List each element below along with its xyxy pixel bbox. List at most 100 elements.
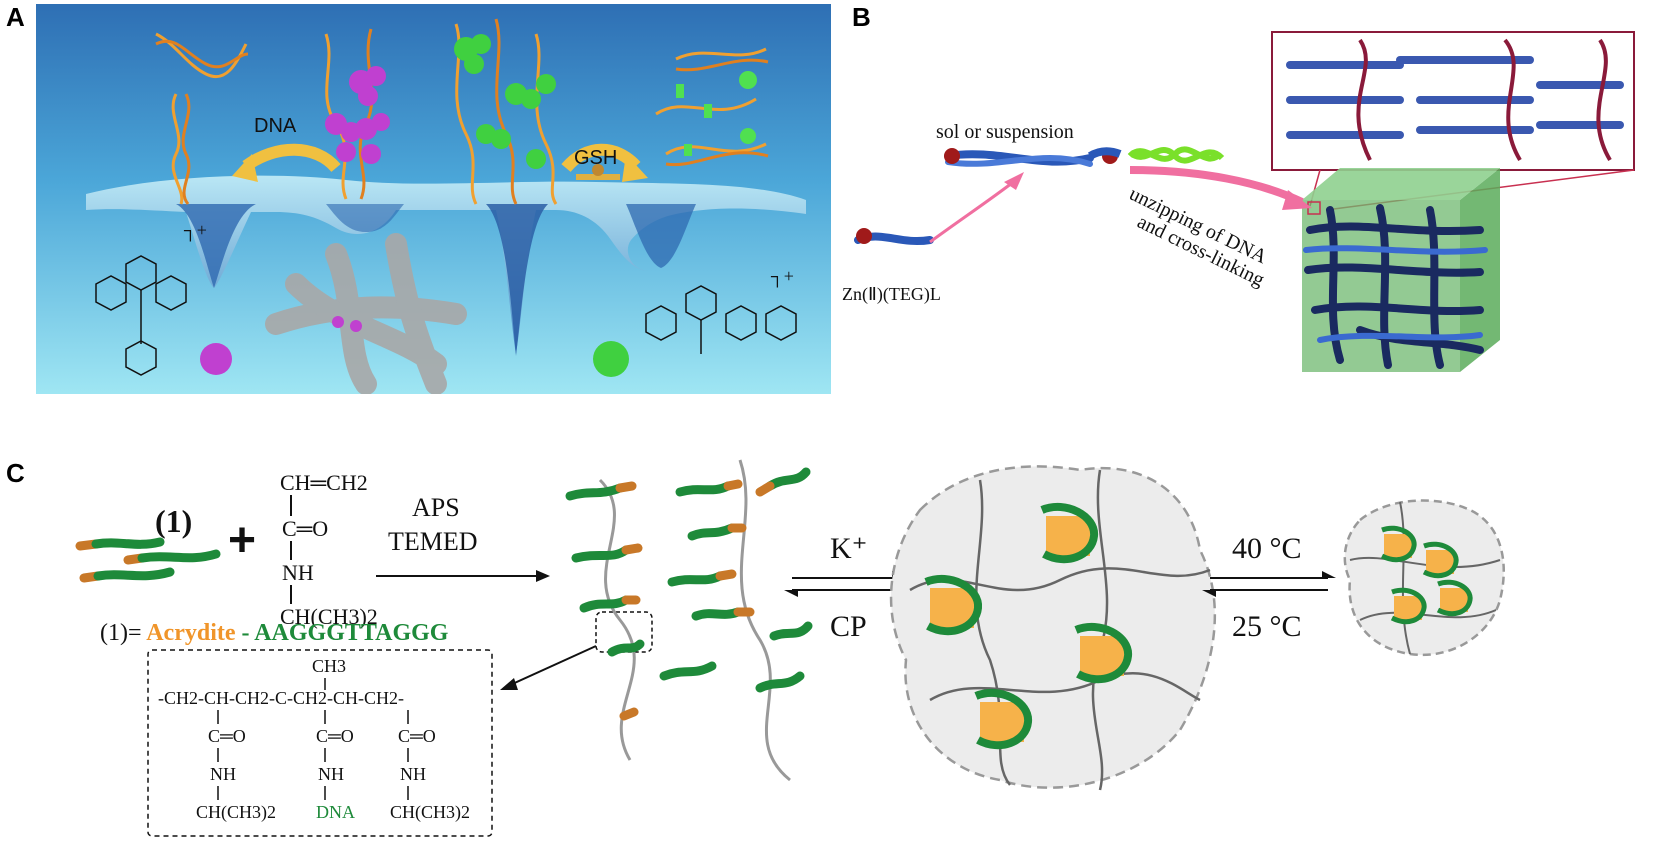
polymer-ch3: CH3 bbox=[312, 656, 346, 676]
pt-complex-right bbox=[645, 285, 797, 354]
polymer-structure-box bbox=[147, 649, 493, 837]
charge-left: ┐+ bbox=[183, 220, 207, 242]
inset-fibers bbox=[1286, 56, 1624, 139]
eq-arrow-back-head bbox=[784, 590, 798, 597]
nipam-structure: CH═CH2 C═O NH CH(CH3)2 bbox=[280, 470, 378, 629]
released-green-dots bbox=[676, 71, 757, 156]
g-quadruplexes-large bbox=[924, 502, 1132, 750]
panel-b-illustration: sol or suspension unzipping of DNA and c… bbox=[842, 31, 1635, 372]
dna-helix-4b bbox=[494, 18, 518, 205]
sequence-dash: - bbox=[242, 620, 250, 646]
polymer-chain: -CH2-CH-CH2-C-CH2-CH-CH2- bbox=[158, 688, 404, 708]
arrow-to-sol-head bbox=[1004, 172, 1024, 190]
polymer-co-2: C═O bbox=[316, 726, 354, 746]
g-quadruplex-1 bbox=[1040, 502, 1098, 564]
panel-label-a: A bbox=[6, 2, 25, 32]
acrydite-text: Acrydite bbox=[146, 620, 236, 646]
label-zn-teg-l: Zn(Ⅱ)(TEG)L bbox=[842, 284, 941, 305]
dna-helix-8b bbox=[665, 151, 769, 167]
g-quadruplex-4 bbox=[974, 688, 1032, 750]
dna-helix-2 bbox=[171, 93, 184, 205]
panel-label-c: C bbox=[6, 458, 25, 488]
inset-dna bbox=[1356, 38, 1612, 162]
polymer-side-1: CH(CH3)2 bbox=[196, 802, 276, 823]
polymer-nh-1: NH bbox=[210, 764, 236, 784]
polymer-structure: CH3 -CH2-CH-CH2-C-CH2-CH-CH2- C═O C═O C═… bbox=[158, 656, 470, 823]
arrow-to-sol bbox=[929, 178, 1017, 244]
monomer-1-label: (1) bbox=[155, 503, 192, 539]
g-quadruplex-3 bbox=[1074, 622, 1132, 684]
arrow-to-gel bbox=[1129, 166, 1304, 206]
zn-complex-monomer bbox=[854, 228, 934, 245]
charge-right: ┐+ bbox=[770, 266, 794, 288]
zoom-arrow bbox=[507, 645, 597, 687]
label-gsh: GSH bbox=[574, 147, 617, 169]
magenta-clusters bbox=[325, 66, 390, 164]
plus-sign: + bbox=[228, 514, 256, 567]
polymer-co-3: C═O bbox=[398, 726, 436, 746]
grafted-dna-strands bbox=[565, 467, 813, 721]
arrow-polymerize-head bbox=[536, 570, 550, 582]
nipam-line-3: NH bbox=[282, 560, 314, 585]
dna-helix-6b bbox=[675, 58, 769, 72]
dna-helix-5 bbox=[534, 33, 558, 205]
funnel-1 bbox=[176, 204, 256, 288]
green-clusters bbox=[454, 34, 556, 169]
funnel-2 bbox=[326, 204, 404, 232]
magenta-dot bbox=[200, 343, 232, 375]
label-aps: APS bbox=[412, 493, 460, 522]
funnel-4 bbox=[626, 204, 696, 268]
label-40c: 40 °C bbox=[1232, 532, 1302, 565]
collapsed-network bbox=[1349, 501, 1501, 655]
dna-helix-1b bbox=[155, 39, 249, 69]
panel-a-illustration: DNA GSH ┐+ ┐+ bbox=[36, 4, 831, 394]
collapsed-hydrogel bbox=[1343, 499, 1505, 657]
sequence-text: AAGGGTTAGGG bbox=[254, 620, 449, 646]
polymer-co-1: C═O bbox=[208, 726, 246, 746]
polymer-nh-3: NH bbox=[400, 764, 426, 784]
nipam-line-2: C═O bbox=[282, 516, 328, 541]
polymer-bonds bbox=[217, 678, 409, 800]
gel-fibers-blue bbox=[1303, 245, 1488, 343]
green-dna-duplex bbox=[1127, 146, 1225, 164]
gel-network bbox=[1304, 204, 1484, 369]
polymer-side-2: CH(CH3)2 bbox=[390, 802, 470, 823]
sequence-definition: (1)= Acrydite - AAGGGTTAGGG bbox=[100, 620, 449, 646]
dna-helix-6 bbox=[675, 47, 767, 61]
polymer-nh-2: NH bbox=[318, 764, 344, 784]
gel-cube-top bbox=[1302, 168, 1500, 200]
label-sol-suspension: sol or suspension bbox=[936, 121, 1074, 143]
funnel-3 bbox=[486, 204, 548, 356]
polymer-dna: DNA bbox=[316, 802, 355, 822]
arrow-dna bbox=[242, 143, 341, 173]
fiber-dots bbox=[332, 316, 362, 332]
label-cp: CP bbox=[830, 610, 867, 643]
zn-complex-dimer bbox=[944, 147, 1122, 167]
temp-arrow-forward-head bbox=[1322, 571, 1336, 578]
monomer-strands bbox=[75, 537, 221, 583]
def-prefix: (1)= bbox=[100, 620, 142, 646]
label-temed: TEMED bbox=[388, 527, 478, 556]
temp-arrow-back-head bbox=[1202, 590, 1216, 597]
membrane-surface bbox=[86, 175, 806, 354]
green-dot bbox=[593, 341, 629, 377]
dna-helix-1 bbox=[155, 32, 248, 79]
panel-label-b: B bbox=[852, 2, 871, 32]
g-quadruplex-2 bbox=[924, 574, 982, 636]
g-quadruplexes-small bbox=[1380, 525, 1473, 625]
label-k-plus: K⁺ bbox=[830, 532, 868, 565]
panel-c-illustration: (1) + CH═CH2 C═O NH CH(CH3)2 APS TEMED (… bbox=[75, 459, 1505, 837]
arrow-dna-head bbox=[232, 154, 258, 182]
arrow-to-gel-head bbox=[1282, 190, 1312, 210]
swollen-hydrogel bbox=[889, 465, 1217, 789]
nipam-line-1: CH═CH2 bbox=[280, 470, 368, 495]
zoom-arrow-head bbox=[500, 678, 518, 690]
gsh-bead bbox=[592, 164, 604, 176]
pt-complex-left bbox=[95, 255, 187, 376]
arrow-gsh-head bbox=[622, 154, 648, 182]
gsh-bar bbox=[576, 174, 620, 180]
label-dna: DNA bbox=[254, 115, 297, 137]
nipam-line-4: CH(CH3)2 bbox=[280, 604, 378, 629]
dna-helix-8 bbox=[665, 142, 767, 156]
label-25c: 25 °C bbox=[1232, 610, 1302, 643]
